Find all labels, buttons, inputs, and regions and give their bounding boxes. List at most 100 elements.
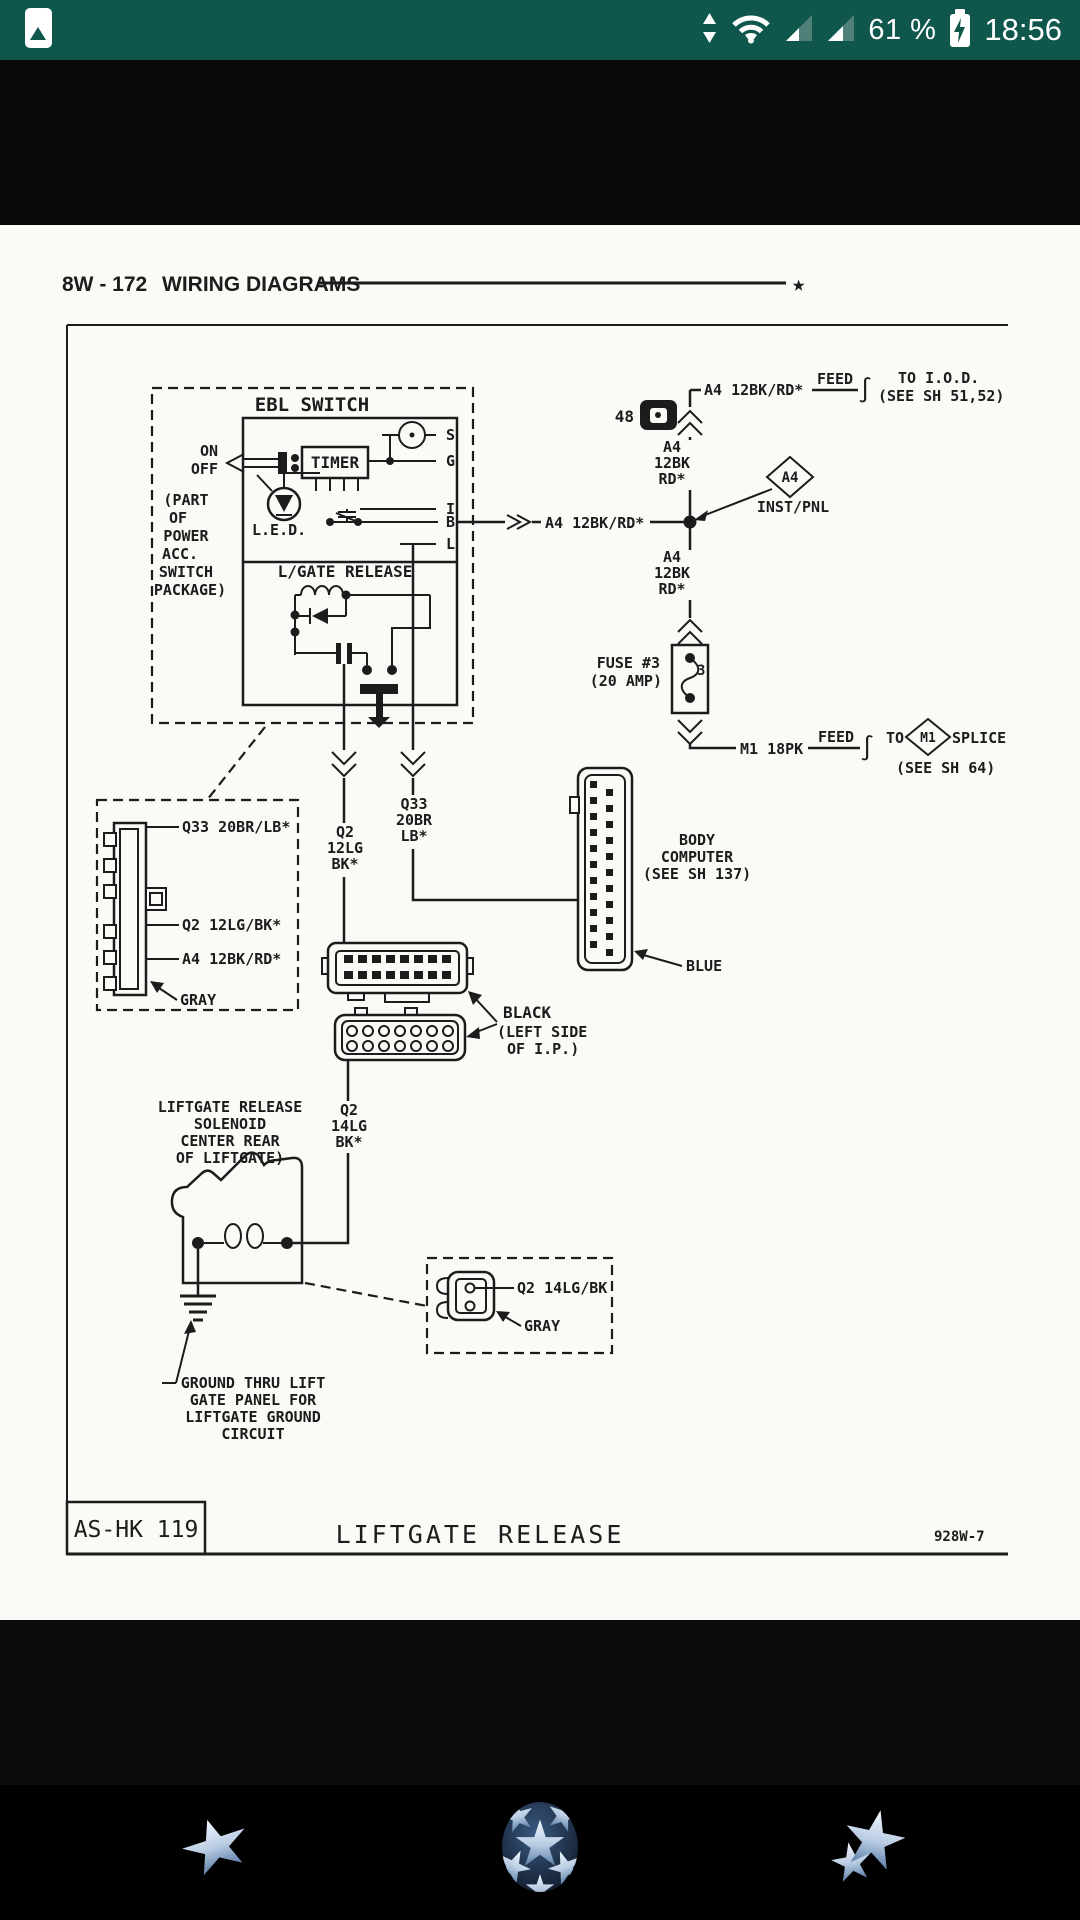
main-feed-wire: A4 12BK RD* A4 12BK RD* — [654, 390, 703, 645]
letterbox-top — [0, 60, 1080, 225]
ground-note: GROUND THRU LIFT GATE PANEL FOR LIFTGATE… — [162, 1320, 325, 1443]
grommet-48: 48 — [615, 400, 677, 430]
svg-text:Q33: Q33 — [400, 795, 427, 813]
wifi-icon — [730, 11, 772, 50]
svg-text:BLACK: BLACK — [503, 1003, 552, 1022]
iod-wire-label: A4 12BK/RD* — [704, 381, 803, 399]
small-connector-wire: Q2 14LG/BK — [517, 1279, 607, 1297]
svg-text:OF: OF — [169, 509, 187, 527]
svg-text:Q2: Q2 — [336, 823, 354, 841]
pin-g: G — [446, 452, 455, 470]
q33-wire: Q33 20BR LB* — [396, 544, 578, 902]
svg-text:LIFTGATE RELEASE: LIFTGATE RELEASE — [158, 1098, 303, 1116]
page-footer: AS-HK 119 LIFTGATE RELEASE 928W-7 — [65, 1500, 1008, 1556]
svg-text:BODY: BODY — [679, 831, 715, 849]
battery-percent: 61 % — [868, 13, 937, 46]
battery-charging-icon — [948, 5, 972, 56]
m1-feed-label: FEED — [818, 728, 854, 746]
m1-see-sheet: (SEE SH 64) — [896, 759, 995, 777]
footer-sheet-code: AS-HK 119 — [74, 1517, 199, 1543]
m1-to: TO — [886, 729, 904, 747]
m1-break-symbol: ∫ — [860, 734, 874, 762]
pin-l: L — [446, 535, 455, 553]
svg-text:Q2: Q2 — [340, 1101, 358, 1119]
data-updown-icon — [701, 11, 718, 50]
iod-destination: TO I.O.D. — [898, 369, 979, 387]
svg-text:COMPUTER: COMPUTER — [661, 848, 734, 866]
pin-i: I — [446, 500, 455, 518]
gray-pin1-label: Q33 20BR/LB* — [182, 818, 290, 836]
gray-pin2-label: Q2 12LG/BK* — [182, 916, 281, 934]
svg-text:14LG: 14LG — [331, 1117, 367, 1135]
svg-text:(PART: (PART — [163, 491, 208, 509]
timer-block: TIMER — [300, 445, 370, 491]
screenshot-notification-icon — [18, 5, 58, 56]
page-header: 8W - 172 WIRING DIAGRAMS ★ — [62, 272, 805, 297]
inst-label: INST/PNL — [757, 498, 829, 516]
footer-doc-number: 928W-7 — [934, 1529, 985, 1545]
svg-text:12LG: 12LG — [327, 839, 363, 857]
navigation-bar — [0, 1785, 1080, 1920]
svg-text:BK*: BK* — [331, 855, 358, 873]
header-section-code: 8W - 172 — [62, 273, 147, 296]
svg-text:SOLENOID: SOLENOID — [194, 1115, 266, 1133]
fuse-amp: (20 AMP) — [590, 672, 662, 690]
svg-text:TIMER: TIMER — [311, 453, 360, 472]
pin-s: S — [446, 426, 455, 444]
svg-text:OFF: OFF — [191, 460, 218, 478]
nav-recents-star-icon[interactable] — [828, 1803, 910, 1884]
svg-text:(LEFT SIDE: (LEFT SIDE — [497, 1023, 587, 1041]
b-wire-label: A4 12BK/RD* — [545, 514, 644, 532]
signal-icon-sim1 — [784, 13, 814, 48]
footer-title: LIFTGATE RELEASE — [336, 1520, 625, 1549]
part-note: (PART OF POWER ACC. SWITCH PACKAGE) — [154, 491, 226, 599]
pin-b: B — [446, 513, 455, 531]
b-wire: A4 12BK/RD* — [456, 514, 684, 532]
svg-text:A4: A4 — [663, 438, 681, 456]
inst-pnl-reference: A4 INST/PNL — [694, 455, 829, 521]
svg-text:POWER: POWER — [163, 527, 209, 545]
clock: 18:56 — [984, 12, 1062, 47]
svg-text:PACKAGE): PACKAGE) — [154, 581, 226, 599]
fuse-name: FUSE #3 — [597, 654, 660, 672]
small-gray-connector-detail: Q2 14LG/BK GRAY — [425, 1256, 614, 1355]
iod-break-symbol: ∫ — [858, 376, 872, 404]
body-computer-color: BLUE — [686, 957, 722, 975]
svg-text:12BK: 12BK — [654, 564, 690, 582]
header-title: WIRING DIAGRAMS — [162, 273, 360, 296]
lgate-release-circuit: L/GATE RELEASE — [278, 562, 431, 728]
iod-feed: A4 12BK/RD* FEED ∫ TO I.O.D. (SEE SH 51,… — [690, 369, 1004, 405]
svg-text:LB*: LB* — [400, 827, 427, 845]
nav-home-starball-icon[interactable] — [491, 1795, 587, 1901]
gray-pin3-label: A4 12BK/RD* — [182, 950, 281, 968]
signal-icon-sim2 — [826, 13, 856, 48]
status-bar: 61 % 18:56 — [0, 0, 1080, 60]
fuse-3: 3 FUSE #3 (20 AMP) — [590, 643, 710, 746]
svg-text:LIFTGATE GROUND: LIFTGATE GROUND — [185, 1408, 320, 1426]
iod-feed-label: FEED — [817, 370, 853, 388]
document-page[interactable]: 8W - 172 WIRING DIAGRAMS ★ EBL SWITCH (P… — [0, 225, 1080, 1620]
m1-splice: SPLICE — [952, 729, 1006, 747]
inst-diamond-id: A4 — [782, 470, 799, 486]
ebl-switch-assembly: EBL SWITCH (PART OF POWER ACC. SWITCH PA… — [150, 386, 475, 728]
svg-text:CENTER REAR: CENTER REAR — [180, 1132, 280, 1150]
svg-text:A4: A4 — [663, 548, 681, 566]
svg-text:SWITCH: SWITCH — [159, 563, 213, 581]
body-computer-connector: BODY COMPUTER (SEE SH 137) BLUE — [569, 766, 751, 975]
svg-text:BK*: BK* — [335, 1133, 362, 1151]
m1-wire-label: M1 18PK — [740, 740, 803, 758]
header-star-icon: ★ — [792, 272, 805, 297]
svg-text:12BK: 12BK — [654, 454, 690, 472]
m1-splice-feed: M1 18PK FEED ∫ TO M1 SPLICE (SEE SH 64) — [688, 717, 1006, 777]
svg-text:RD*: RD* — [658, 580, 685, 598]
fuse-number: 3 — [697, 663, 705, 679]
svg-text:OF I.P.): OF I.P.) — [507, 1040, 579, 1058]
grommet-number: 48 — [615, 407, 634, 426]
iod-see-sheet: (SEE SH 51,52) — [878, 387, 1004, 405]
nav-back-star-icon[interactable] — [175, 1809, 255, 1880]
switch-pin-rows: S G I B L — [326, 421, 455, 553]
m1-diamond-id: M1 — [920, 731, 936, 746]
lgate-title: L/GATE RELEASE — [278, 562, 413, 581]
ebl-title: EBL SWITCH — [255, 394, 369, 416]
